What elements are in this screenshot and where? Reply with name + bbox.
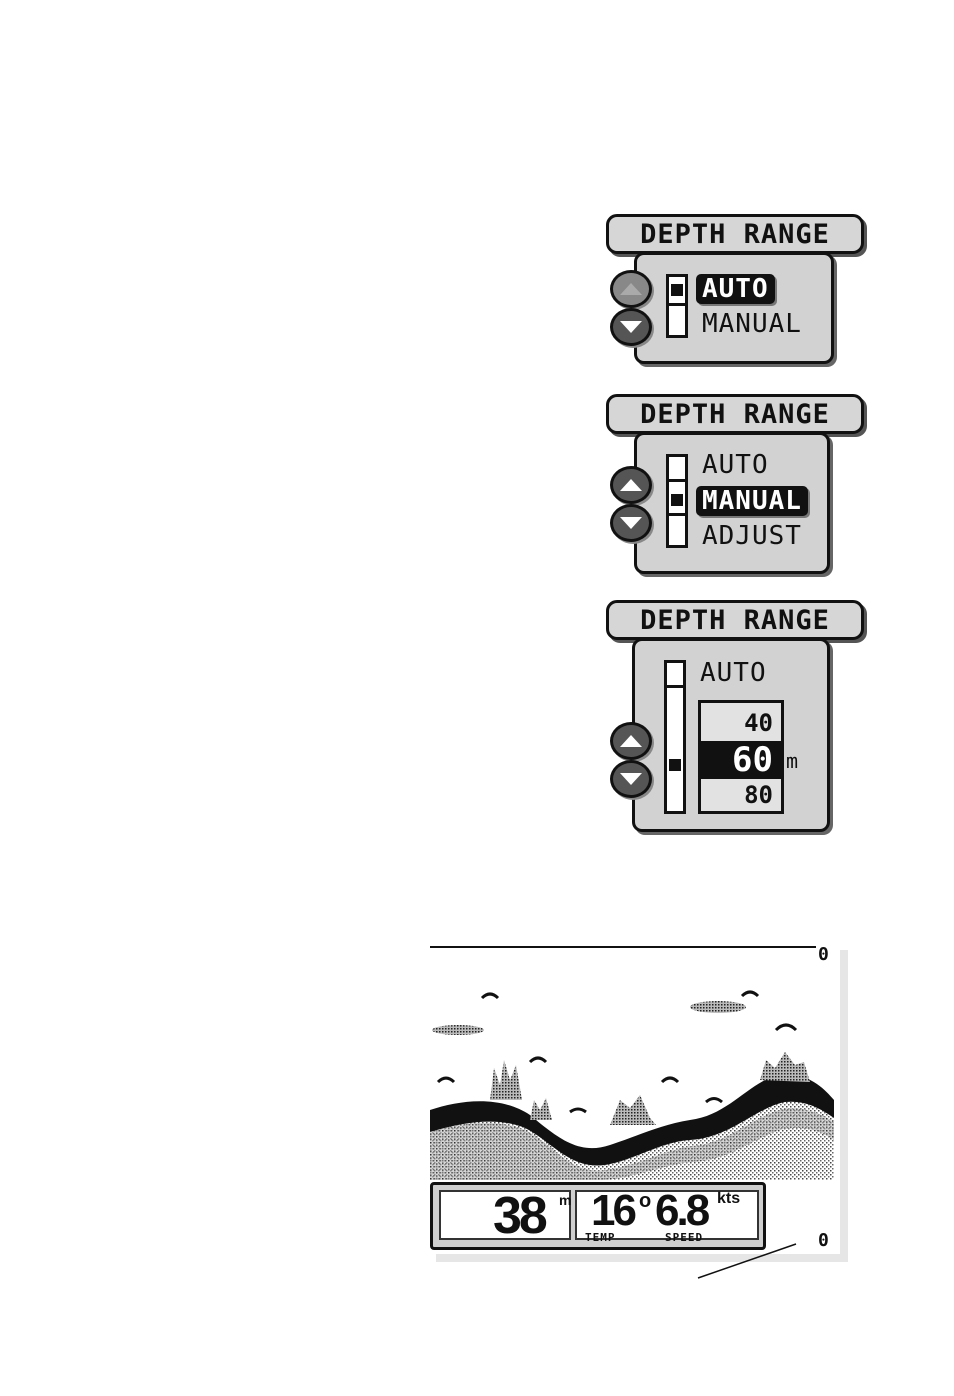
- scroll-indicator: [664, 660, 686, 814]
- up-arrow-icon: [620, 479, 642, 491]
- speed-value: 6.8: [655, 1186, 707, 1236]
- up-arrow-icon: [620, 283, 642, 295]
- option-adjust[interactable]: ADJUST: [702, 521, 802, 551]
- callout-line: [690, 1240, 800, 1284]
- up-arrow-button[interactable]: [610, 722, 652, 760]
- scroll-position-mark: [669, 759, 681, 771]
- range-value[interactable]: 40: [701, 709, 781, 737]
- temp-label: TEMP: [585, 1231, 616, 1244]
- depth-readout: 38 m: [439, 1190, 571, 1240]
- panel-title: DEPTH RANGE: [606, 600, 864, 640]
- temp-value: 16: [591, 1186, 634, 1236]
- up-arrow-button[interactable]: [610, 466, 652, 504]
- panel-body: [634, 252, 834, 364]
- depth-range-panel-adjust: DEPTH RANGE AUTO 40 60 80 m: [606, 600, 866, 836]
- range-value-list[interactable]: 40 60 80: [698, 700, 784, 814]
- option-auto[interactable]: AUTO: [700, 658, 767, 688]
- option-manual[interactable]: MANUAL: [702, 309, 802, 339]
- down-arrow-button[interactable]: [610, 308, 652, 346]
- range-unit: m: [786, 746, 799, 776]
- speed-unit: kts: [717, 1190, 740, 1208]
- range-value[interactable]: 80: [701, 781, 781, 809]
- depth-value: 38: [493, 1186, 545, 1246]
- sonar-right-shadow: [840, 950, 848, 1262]
- panel-title: DEPTH RANGE: [606, 394, 864, 434]
- down-arrow-button[interactable]: [610, 504, 652, 542]
- depth-unit: m: [559, 1192, 571, 1208]
- option-manual[interactable]: MANUAL: [696, 486, 808, 516]
- scroll-indicator: [666, 454, 688, 548]
- down-arrow-icon: [620, 321, 642, 333]
- option-auto[interactable]: AUTO: [696, 274, 775, 304]
- fish-school: [432, 1025, 484, 1035]
- up-arrow-icon: [620, 735, 642, 747]
- down-arrow-icon: [620, 517, 642, 529]
- option-auto[interactable]: AUTO: [702, 450, 769, 480]
- bottom-depth-label: 0: [818, 1230, 829, 1251]
- up-arrow-button[interactable]: [610, 270, 652, 308]
- depth-range-panel-auto: DEPTH RANGE AUTO MANUAL: [606, 214, 866, 368]
- scroll-position-mark: [671, 284, 683, 296]
- range-value-selected[interactable]: 60: [701, 741, 781, 779]
- sonar-top-border: [430, 946, 816, 948]
- sonar-display: [430, 950, 834, 1180]
- scroll-position-mark: [671, 494, 683, 506]
- temp-unit: o: [639, 1190, 651, 1213]
- vegetation: [490, 1060, 522, 1100]
- depth-range-panel-manual: DEPTH RANGE AUTO MANUAL ADJUST: [606, 394, 866, 578]
- fish-school: [690, 1001, 746, 1013]
- scroll-indicator: [666, 274, 688, 338]
- down-arrow-icon: [620, 773, 642, 785]
- panel-title: DEPTH RANGE: [606, 214, 864, 254]
- down-arrow-button[interactable]: [610, 760, 652, 798]
